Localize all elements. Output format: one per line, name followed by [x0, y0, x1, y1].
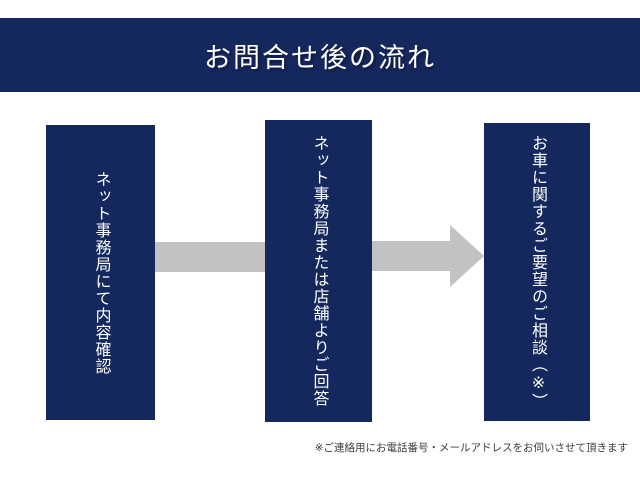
slide-title: お問合せ後の流れ: [204, 42, 436, 73]
right-arrow-head: [450, 225, 484, 287]
footnote: ※ご連絡用にお電話番号・メールアドレスをお伺いさせて頂きます: [314, 442, 628, 454]
connector-bar-icon: [155, 242, 265, 272]
title-banner: お問合せ後の流れ: [0, 18, 640, 92]
right-arrow-shaft: [372, 241, 452, 271]
step-label-consultation: お車に関するご要望のご相談（※）: [529, 134, 546, 410]
right-arrow-icon: [372, 225, 484, 287]
step-box-consultation: お車に関するご要望のご相談（※）: [484, 123, 590, 421]
step-box-reply: ネット事務局または店舗よりご回答: [265, 120, 372, 422]
step-label-net-office-confirm: ネット事務局にて内容確認: [92, 170, 110, 375]
step-label-reply: ネット事務局または店舗よりご回答: [310, 135, 328, 407]
step-box-net-office-confirm: ネット事務局にて内容確認: [46, 125, 155, 420]
